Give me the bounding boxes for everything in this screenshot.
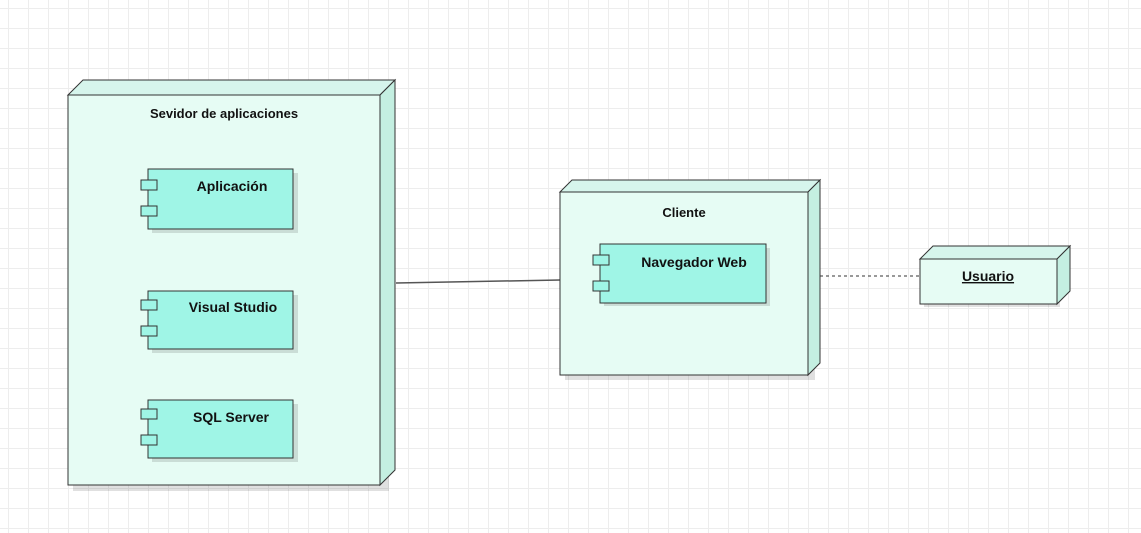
node-user[interactable]: Usuario [918,244,1072,307]
component-sqlserver-label: SQL Server [193,409,270,425]
component-tab-icon [140,205,158,217]
component-tab-icon [140,179,158,191]
connector-server-client [395,279,561,284]
component-tab-icon [140,408,158,420]
component-sqlserver[interactable]: SQL Server [140,399,298,462]
component-app-label: Aplicación [197,178,268,194]
node-user-label: Usuario [962,268,1014,284]
node-server-label: Sevidor de aplicaciones [150,106,298,121]
component-tab-icon [592,254,610,266]
component-browser[interactable]: Navegador Web [592,243,770,306]
component-tab-icon [140,299,158,311]
component-app[interactable]: Aplicación [140,168,298,233]
node-client-label: Cliente [662,205,705,220]
component-browser-label: Navegador Web [641,254,747,270]
component-tab-icon [140,325,158,337]
component-vstudio-label: Visual Studio [189,299,277,315]
node-server[interactable]: Sevidor de aplicaciones [66,78,397,491]
component-vstudio[interactable]: Visual Studio [140,290,298,353]
component-tab-icon [140,434,158,446]
component-tab-icon [592,280,610,292]
